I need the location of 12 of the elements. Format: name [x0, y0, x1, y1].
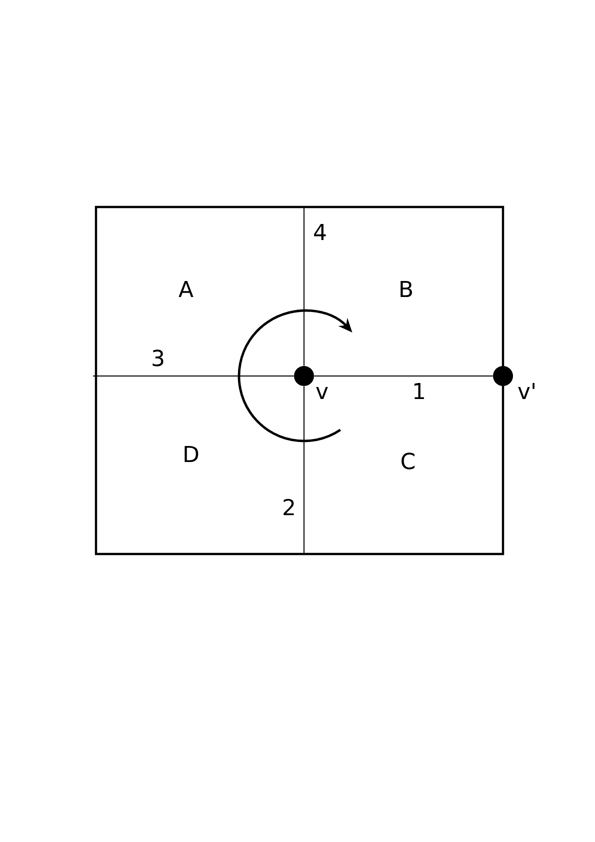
- edge-label: 4: [314, 224, 326, 240]
- edge-label: 1: [414, 382, 424, 399]
- region-label: A: [178, 280, 194, 297]
- vertex-label: v: [316, 386, 328, 399]
- edge-label: 2: [284, 498, 294, 516]
- edge-label: 3: [152, 350, 164, 366]
- region-label: B: [400, 280, 412, 297]
- vertex-dot: [294, 366, 314, 386]
- vertex-dot: [493, 366, 513, 386]
- vertex-label: v': [518, 382, 534, 399]
- region-label: D: [184, 446, 198, 462]
- region-label: C: [402, 452, 414, 470]
